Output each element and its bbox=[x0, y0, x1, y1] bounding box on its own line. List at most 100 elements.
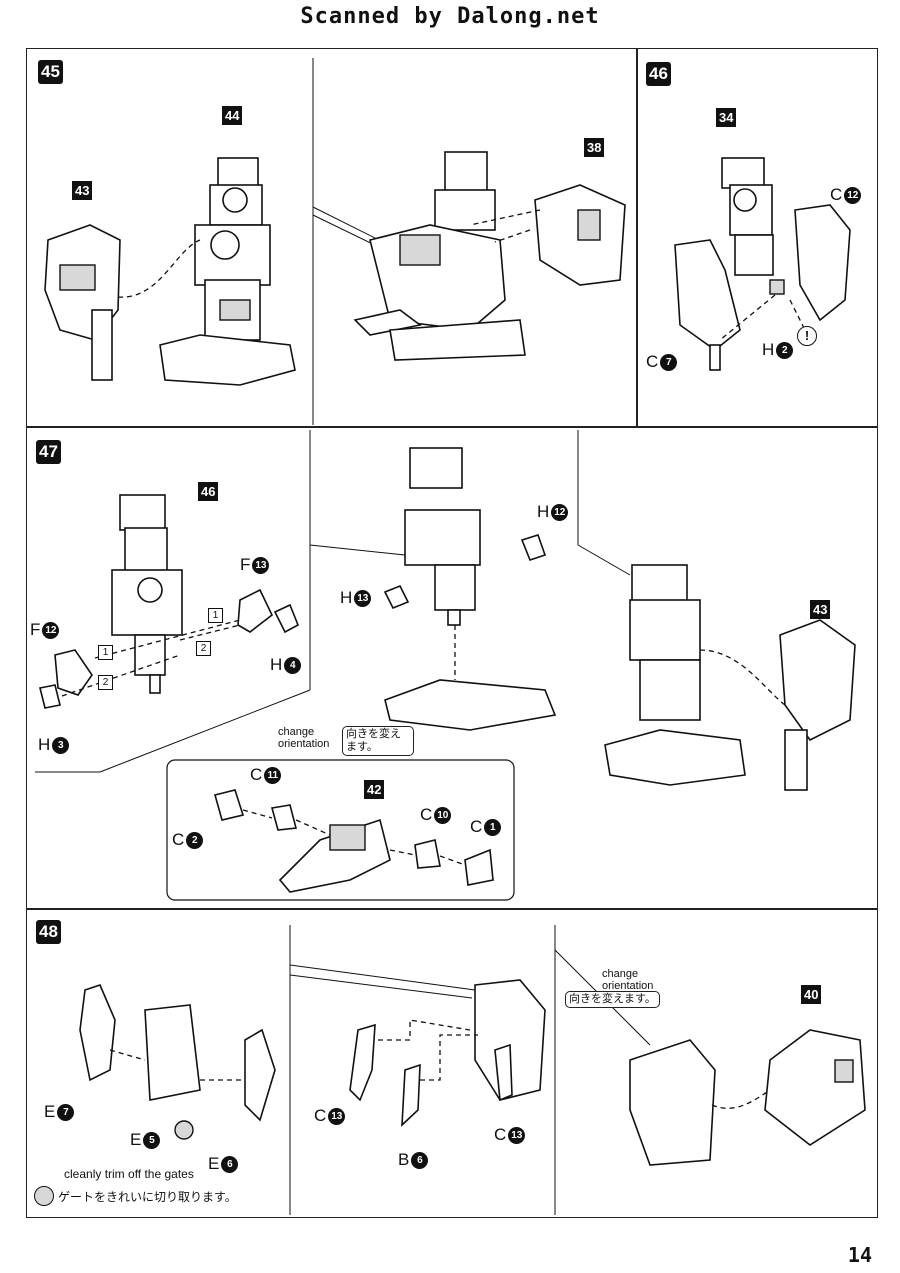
sub-assembly-frame bbox=[166, 759, 515, 901]
step-number-47: 47 bbox=[36, 440, 61, 464]
label-number: 7 bbox=[57, 1103, 75, 1121]
label-letter: C bbox=[250, 765, 263, 784]
part-c13-right-illustration bbox=[494, 1043, 513, 1102]
orientation-note-en: change orientation bbox=[602, 968, 654, 992]
part-43-right-illustration bbox=[779, 619, 856, 791]
orientation-note-en: change orientation bbox=[278, 726, 330, 750]
part-number-44: 44 bbox=[222, 106, 243, 125]
callout-line bbox=[312, 206, 386, 244]
label-letter: C bbox=[494, 1125, 507, 1144]
part-h13-illustration bbox=[383, 584, 410, 610]
step-45-panel bbox=[26, 48, 638, 428]
part-number-38: 38 bbox=[584, 138, 605, 157]
part-c1-illustration bbox=[464, 848, 494, 886]
robot-body-illustration bbox=[159, 157, 296, 386]
part-number-34: 34 bbox=[716, 108, 737, 127]
step-number-48: 48 bbox=[36, 920, 61, 944]
part-number-43-right: 43 bbox=[810, 600, 831, 619]
label-number: 11 bbox=[264, 766, 282, 784]
label-letter: E bbox=[44, 1102, 56, 1121]
body-46-illustration bbox=[111, 494, 183, 694]
label-letter: C bbox=[830, 185, 843, 204]
label-letter: C bbox=[314, 1106, 327, 1125]
body-center-illustration bbox=[404, 447, 481, 626]
part-c13-left-illustration bbox=[349, 1023, 376, 1102]
part-40-illustration bbox=[764, 1029, 866, 1146]
label-letter: H bbox=[340, 588, 353, 607]
label-number: 12 bbox=[42, 621, 60, 639]
robot-assembly-illustration bbox=[353, 151, 526, 361]
sequence-marker-2b: 2 bbox=[98, 675, 113, 690]
label-letter: C bbox=[420, 805, 433, 824]
label-letter: F bbox=[30, 620, 41, 639]
part-number-42: 42 bbox=[364, 780, 385, 799]
sequence-marker-2: 2 bbox=[196, 641, 211, 656]
label-number: 6 bbox=[221, 1155, 239, 1173]
label-letter: F bbox=[240, 555, 251, 574]
callout-line bbox=[309, 544, 406, 556]
warning-icon: ! bbox=[797, 326, 817, 346]
part-e5-illustration bbox=[144, 1004, 201, 1101]
step-number-46: 46 bbox=[646, 62, 671, 86]
part-h2-illustration bbox=[769, 279, 785, 295]
label-number: 13 bbox=[354, 589, 372, 607]
part-42-illustration bbox=[278, 818, 391, 893]
callout-line bbox=[289, 974, 473, 999]
upper-body-illustration bbox=[721, 157, 774, 276]
label-letter: C bbox=[470, 817, 483, 836]
label-letter: H bbox=[38, 735, 51, 754]
body-assembled-illustration bbox=[604, 564, 746, 786]
part-h3-illustration bbox=[39, 684, 61, 709]
label-number: 1 bbox=[484, 818, 502, 836]
label-number: 12 bbox=[551, 503, 569, 521]
orientation-note-jp: 向きを変えます。 bbox=[565, 991, 660, 1008]
label-number: 13 bbox=[508, 1126, 526, 1144]
sequence-marker-1b: 1 bbox=[98, 645, 113, 660]
gate-trim-icon bbox=[174, 1120, 194, 1140]
part-number-46: 46 bbox=[198, 482, 219, 501]
body-frame-flipped-illustration bbox=[629, 1039, 716, 1166]
page-header: Scanned by Dalong.net bbox=[300, 4, 600, 29]
label-number: 13 bbox=[252, 556, 270, 574]
orientation-note-jp: 向きを変え ます。 bbox=[342, 726, 414, 756]
part-c10-illustration bbox=[414, 839, 441, 869]
label-number: 2 bbox=[186, 831, 204, 849]
label-number: 4 bbox=[284, 656, 302, 674]
step-46-panel bbox=[636, 48, 878, 428]
part-c2-illustration bbox=[214, 789, 245, 821]
part-f12-illustration bbox=[54, 649, 93, 696]
feet-illustration bbox=[384, 679, 557, 731]
label-number: 2 bbox=[776, 341, 794, 359]
sequence-marker-1: 1 bbox=[208, 608, 223, 623]
label-number: 12 bbox=[844, 186, 862, 204]
step-number-45: 45 bbox=[38, 60, 63, 84]
divider-line bbox=[99, 689, 311, 773]
page-number: 14 bbox=[847, 1243, 872, 1267]
step-48-panel bbox=[26, 908, 878, 1218]
part-number-40: 40 bbox=[801, 985, 822, 1004]
part-e6-illustration bbox=[244, 1028, 276, 1122]
body-frame-illustration bbox=[474, 979, 546, 1101]
part-c11-illustration bbox=[270, 804, 298, 831]
label-letter: H bbox=[270, 655, 283, 674]
label-number: 3 bbox=[52, 736, 70, 754]
part-h4-illustration bbox=[273, 603, 300, 634]
label-letter: E bbox=[208, 1154, 220, 1173]
label-number: 13 bbox=[328, 1107, 346, 1125]
